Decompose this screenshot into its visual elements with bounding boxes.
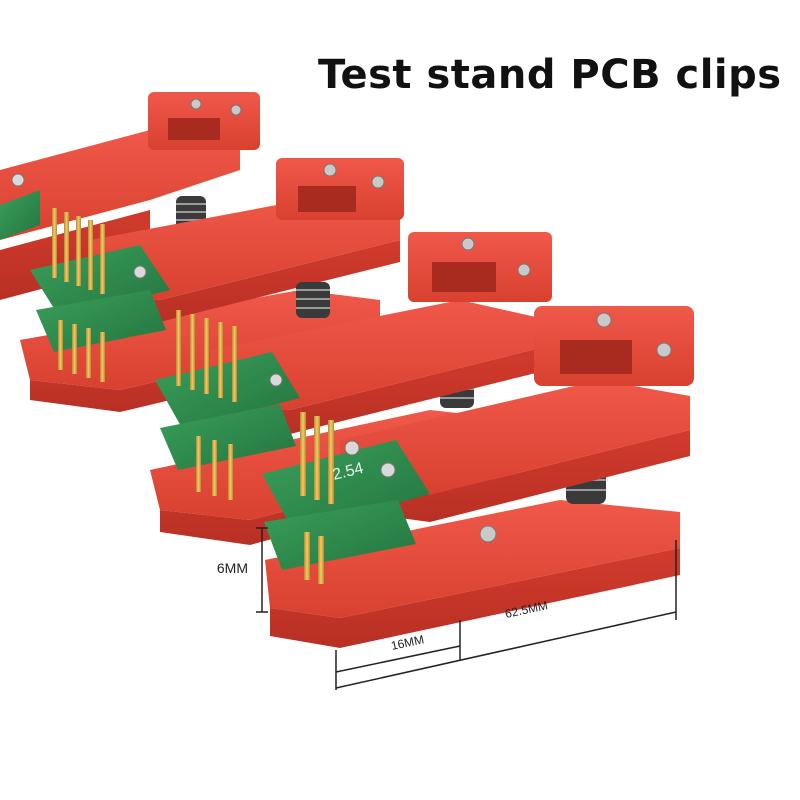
dimension-height-label: 6MM [217,560,248,576]
dimension-width-label: 16MM [390,632,426,653]
pogo-pins [300,412,334,584]
dimension-lines [256,527,677,690]
pogo-pins [52,208,105,382]
spring-icon [296,282,330,318]
clip-1 [262,306,694,648]
page-title: Test stand PCB clips [318,52,782,98]
pogo-pins [176,310,237,500]
